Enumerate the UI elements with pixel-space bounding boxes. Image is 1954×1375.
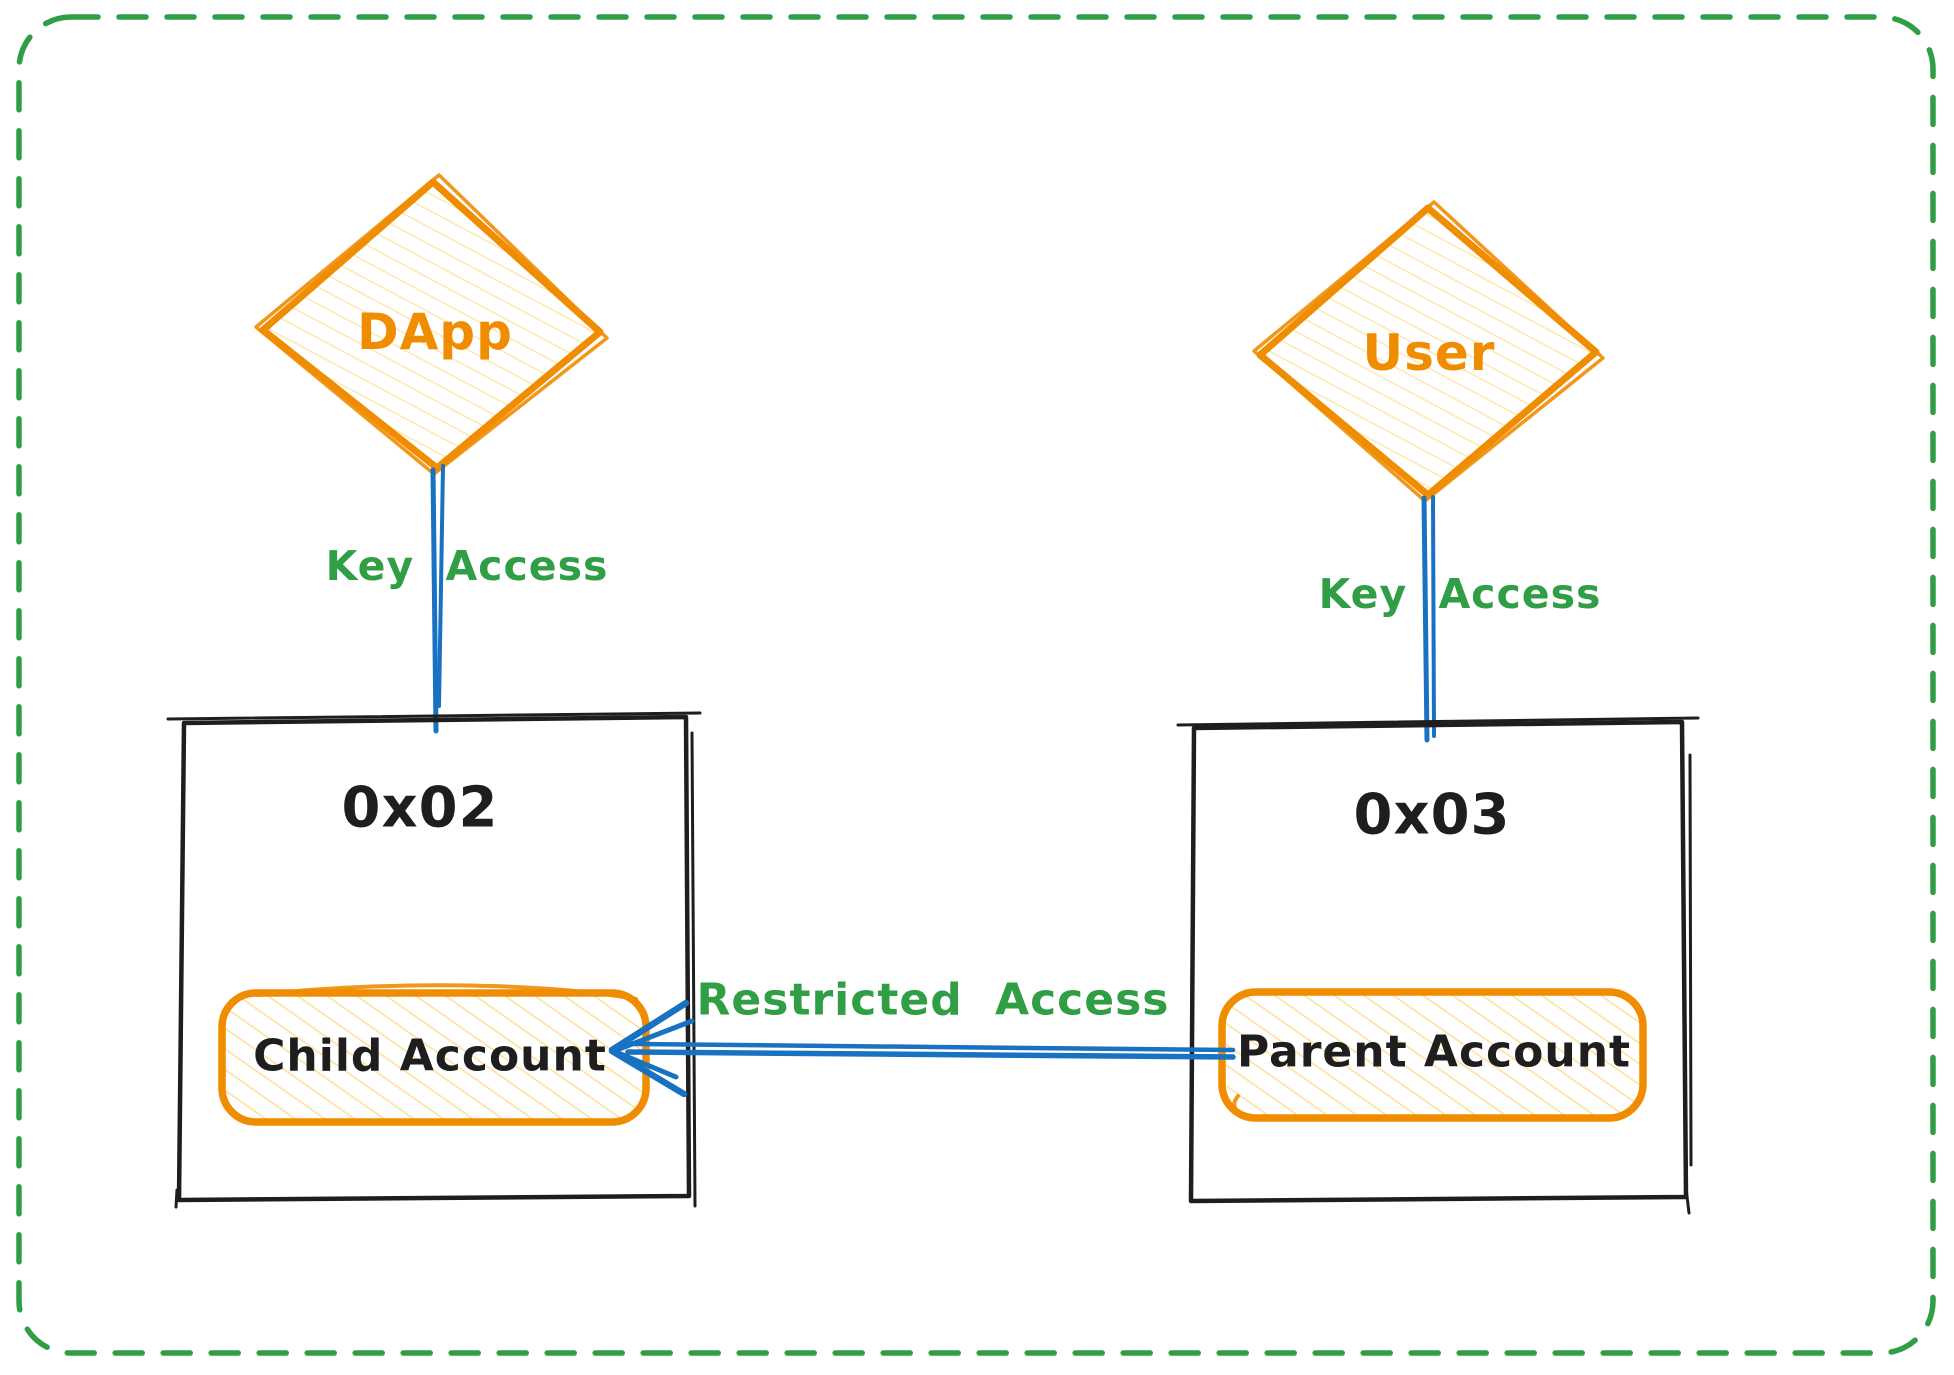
key-access-edge-left bbox=[430, 464, 445, 734]
account-box-0x03 bbox=[1176, 716, 1700, 1215]
user-label: User bbox=[1362, 324, 1496, 382]
box-left-title: 0x02 bbox=[341, 775, 499, 841]
key-access-label-left: Key Access bbox=[325, 542, 609, 590]
child-account-pill bbox=[218, 983, 650, 1126]
restricted-access-label: Restricted Access bbox=[696, 974, 1170, 1026]
box-right-title: 0x03 bbox=[1353, 782, 1511, 848]
parent-account-pill bbox=[1218, 988, 1647, 1122]
canvas-border bbox=[16, 14, 1936, 1356]
child-account-label: Child Account bbox=[253, 1030, 607, 1082]
restricted-access-arrow bbox=[608, 999, 1236, 1098]
dapp-label: DApp bbox=[357, 303, 513, 361]
key-access-edge-right bbox=[1421, 495, 1436, 743]
parent-account-label: Parent Account bbox=[1236, 1026, 1632, 1078]
account-box-0x02 bbox=[166, 711, 702, 1209]
key-access-label-right: Key Access bbox=[1318, 570, 1602, 618]
